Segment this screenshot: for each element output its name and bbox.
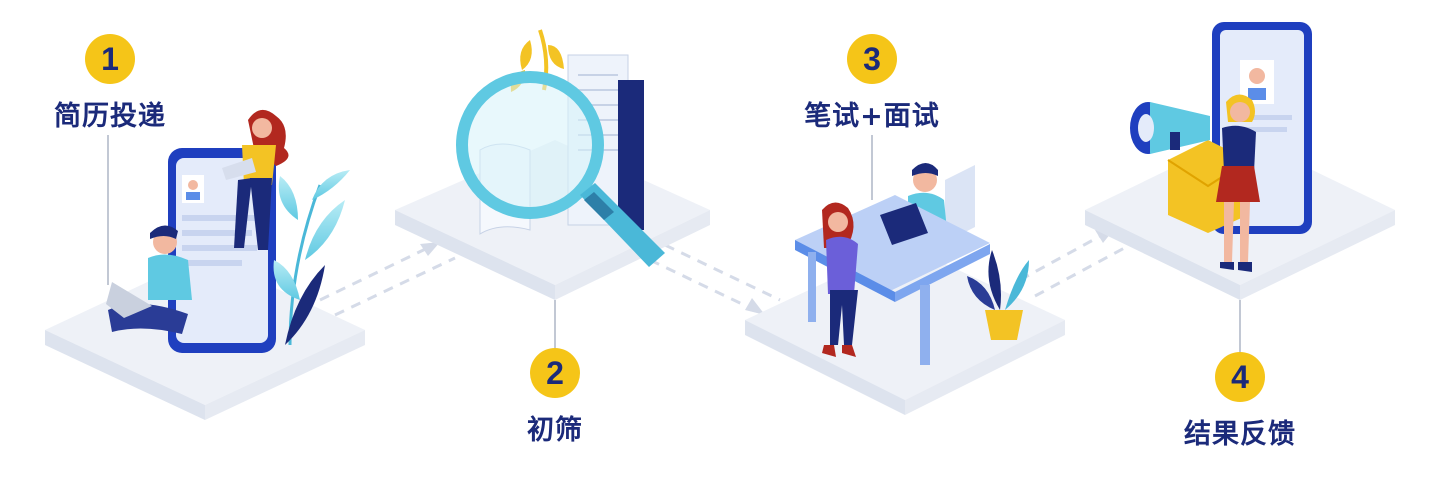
connector-1-2 [319, 240, 456, 317]
magnifier-scene [456, 29, 665, 267]
step-1-number-badge: 1 [85, 34, 135, 84]
step-3-number-badge: 3 [847, 34, 897, 84]
interview-desk-scene [795, 163, 1029, 365]
step-3-label: 笔试+面试 [804, 101, 940, 132]
step-2: 2 初筛 [485, 348, 625, 447]
step-4-label: 结果反馈 [1184, 419, 1296, 450]
step-2-label: 初筛 [527, 415, 583, 446]
step-4-number-badge: 4 [1215, 352, 1265, 402]
step-3: 3 笔试+面试 [782, 34, 962, 133]
step-1: 1 简历投递 [40, 34, 180, 133]
step-2-number-badge: 2 [530, 348, 580, 398]
result-feedback-scene [1130, 22, 1312, 272]
step-1-label: 简历投递 [54, 101, 166, 132]
connector-2-3 [649, 243, 781, 317]
step-4: 4 结果反馈 [1170, 352, 1310, 451]
platform-3 [745, 245, 1065, 415]
resume-phone-scene [106, 109, 350, 353]
